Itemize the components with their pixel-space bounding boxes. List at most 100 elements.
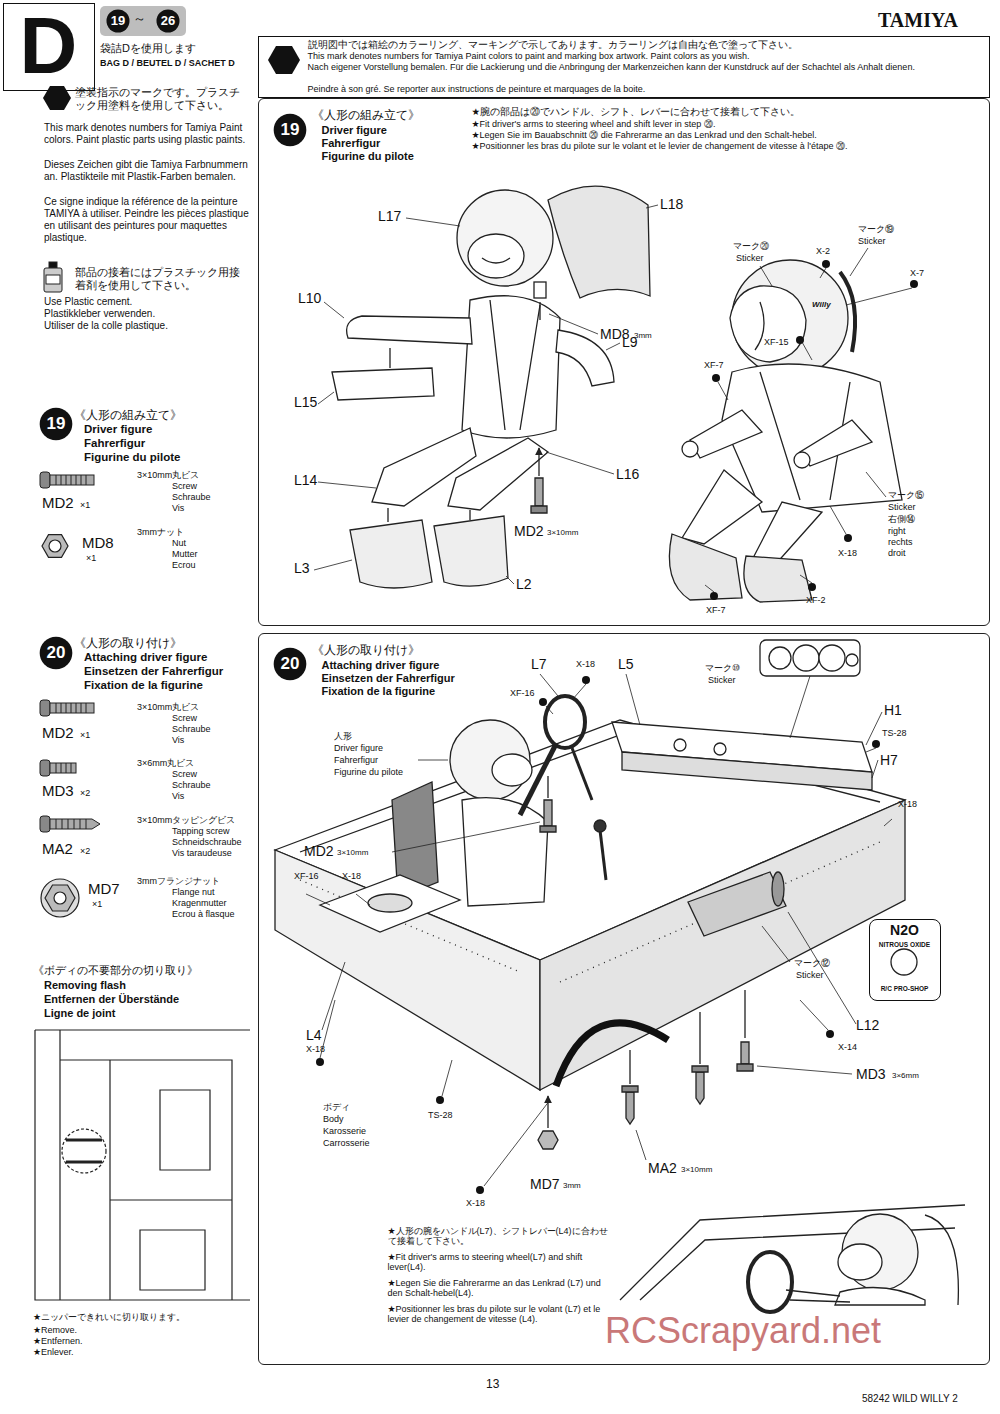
note-text: ★人形の腕をハンドル(L7)、シフトレバー(L4)に合わせて接着して下さい。 [388, 1226, 610, 1248]
step-title: Ligne de joint [44, 1007, 116, 1020]
note-text: This mark denotes numbers for Tamiya Pai… [44, 122, 249, 146]
bag-note: BAG D / BEUTEL D / SACHET D [100, 58, 235, 69]
brand-logo: TAMIYA [878, 8, 958, 32]
step-title: Einsetzen der Fahrerfigur [322, 672, 455, 685]
nut-icon [41, 879, 79, 917]
car-body [548, 776, 745, 1128]
driver-seated-view [748, 1252, 792, 1312]
sticker-note: rechts [888, 537, 913, 548]
part-desc: Vis [172, 503, 184, 514]
car-body [891, 949, 917, 975]
part-desc: Karosserie [323, 1126, 366, 1137]
driver-figure-assembled [840, 272, 855, 352]
sticker-note: Sticker [858, 236, 886, 247]
dimension: 3×10mm [547, 528, 578, 538]
note-text: ★Fit driver's arms to steering wheel(L7)… [388, 1252, 610, 1274]
driver-figure-assembled [752, 502, 822, 566]
part-number: L7 [531, 656, 547, 673]
step-circle: 19 [39, 407, 73, 441]
note-text: Utiliser de la colle plastique. [44, 320, 168, 332]
part-desc: 人形 [334, 731, 352, 742]
car-body [741, 1042, 749, 1064]
part-desc: 3mmナット [137, 527, 184, 538]
step-title: 《人形の組み立て》 [312, 108, 472, 122]
part-number: MD2 [514, 523, 544, 540]
paint-code: X-2 [816, 246, 830, 257]
part-number: MD2 [304, 843, 334, 860]
driver-figure-exploded [482, 258, 510, 263]
step-title: Fahrerfigur [84, 437, 145, 451]
car-body [322, 674, 882, 1160]
part-desc: Schraube [172, 780, 211, 791]
step-title: Figurine du pilote [84, 451, 180, 465]
bag-note: 袋詰Dを使用します [100, 42, 196, 55]
dimension: 3×6mm [892, 1071, 919, 1081]
step-number: 19 [106, 13, 130, 29]
part-code: MD2 [42, 724, 74, 742]
screw-icon [56, 475, 86, 485]
paint-marker [822, 260, 830, 268]
step-title: Attaching driver figure [322, 659, 440, 672]
part-desc: 3×6mm丸ビス [137, 758, 194, 769]
paint-marker [710, 592, 718, 600]
paint-code: XF-7 [706, 605, 726, 616]
sticker-note: Sticker [736, 253, 764, 264]
note-text: ★ニッパーできれいに切り取ります。 [33, 1312, 185, 1323]
note-text: ★腕の部品は⑳でハンドル、シフト、レバーに合わせて接着して下さい。 [472, 106, 982, 117]
driver-figure-exploded [468, 234, 524, 278]
sticker-note: droit [888, 548, 906, 559]
driver-figure-exploded [462, 296, 560, 438]
driver-figure-assembled [794, 452, 810, 468]
driver-figure-assembled [744, 556, 812, 602]
screw-icon [40, 760, 50, 776]
paint-code: XF-2 [806, 595, 826, 606]
part-desc: Ecrou à flasque [172, 909, 235, 920]
car-body [819, 645, 845, 671]
screw-icon [50, 819, 100, 829]
part-qty: ×1 [86, 553, 96, 564]
sticker-note: マーク⑫ [794, 958, 830, 969]
part-number: MA2 [648, 1160, 677, 1177]
part-qty: ×1 [80, 730, 90, 741]
driver-figure-assembled [755, 302, 764, 350]
driver-figure-assembled [690, 410, 762, 458]
note-text: Peindre à son gré. Se reporter aux instr… [308, 84, 978, 95]
screw-icon [50, 475, 94, 485]
step-title: 《人形の取り付け》 [74, 636, 182, 650]
sticker-note: Sticker [708, 675, 736, 686]
paint-marker [476, 1186, 484, 1194]
car-body [540, 826, 556, 832]
step-title: Fixation de la figurine [322, 685, 436, 698]
model-code: 58242 WILD WILLY 2 [862, 1393, 958, 1405]
flash-diagram [35, 1030, 250, 1300]
driver-figure-exploded [388, 302, 540, 522]
screw-icon [56, 819, 86, 829]
paint-code: XF-16 [510, 688, 535, 699]
step-title: 《人形の取り付け》 [312, 643, 472, 657]
part-desc: Kragenmutter [172, 898, 227, 909]
screw-icon [56, 703, 86, 713]
note-text: ★Legen Sie im Bauabschnitt ⑳ die Fahrera… [472, 130, 982, 141]
driver-figure-exploded [347, 316, 472, 344]
step-title: 《ボディの不要部分の切り取り》 [33, 964, 198, 977]
step-title: Driver figure [322, 124, 387, 137]
part-desc: Schraube [172, 492, 211, 503]
car-body [737, 1064, 753, 1071]
driver-figure-exploded [434, 516, 508, 586]
paint-code: X-18 [466, 1198, 485, 1209]
nut-icon [49, 540, 61, 552]
note-text: Ce signe indique la référence de la pein… [44, 196, 249, 244]
driver-figure-exploded [448, 438, 548, 510]
paint-code: XF-7 [704, 360, 724, 371]
part-number: L10 [298, 290, 321, 307]
part-number: L17 [378, 208, 401, 225]
part-desc: 3×10mmタッピングビス [137, 815, 235, 826]
sticker-text: NITROUS OXIDE [869, 941, 941, 949]
part-desc: Nut [172, 538, 186, 549]
car-body [674, 739, 686, 751]
step-title: Fixation de la figurine [84, 679, 203, 693]
car-body [556, 1023, 668, 1086]
sticker-note: 右側⑭ [888, 514, 915, 525]
driver-figure-assembled [705, 268, 912, 592]
circle-shape [274, 648, 307, 681]
